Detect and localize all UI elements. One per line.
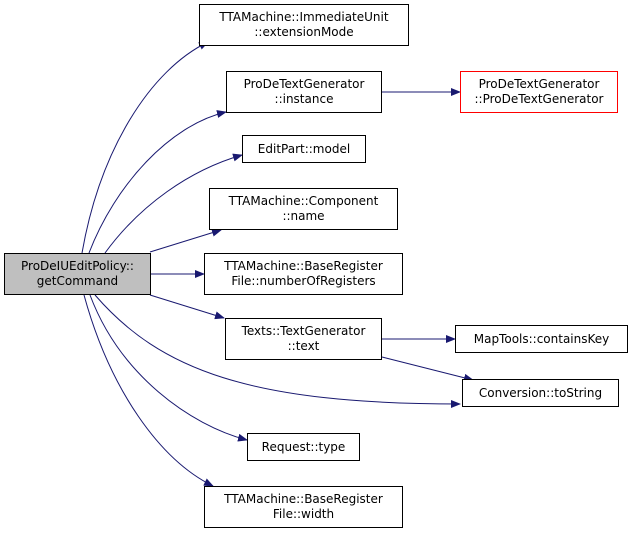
node-component-name-line2: ::name — [282, 209, 325, 223]
node-generator-ctor-line1: ProDeTextGenerator — [478, 77, 600, 91]
node-root-line2: getCommand — [36, 274, 119, 288]
edge-root-to-instance — [88, 110, 227, 254]
node-text-generator-text-line2: ::text — [287, 339, 320, 353]
node-contains-key[interactable]: MapTools::containsKey — [455, 325, 628, 353]
node-contains-key-line1: MapTools::containsKey — [473, 331, 610, 346]
node-extension-mode[interactable]: TTAMachine::ImmediateUnit ::extensionMod… — [199, 4, 409, 46]
node-number-of-registers-line2: File::numberOfRegisters — [231, 274, 376, 288]
node-instance[interactable]: ProDeTextGenerator ::instance — [226, 71, 382, 113]
node-root-line1: ProDeIUEditPolicy:: — [21, 259, 134, 273]
node-generator-ctor[interactable]: ProDeTextGenerator ::ProDeTextGenerator — [460, 71, 618, 113]
node-width[interactable]: TTAMachine::BaseRegister File::width — [204, 486, 403, 528]
edge-root-to-extension-mode — [81, 41, 209, 254]
node-generator-ctor-line2: ::ProDeTextGenerator — [474, 92, 604, 106]
node-request-type-line1: Request::type — [261, 439, 346, 454]
node-text-generator-text[interactable]: Texts::TextGenerator ::text — [225, 318, 382, 360]
node-request-type[interactable]: Request::type — [247, 433, 360, 461]
edge-text-to-to-string — [381, 356, 474, 382]
node-component-name-line1: TTAMachine::Component — [228, 194, 379, 208]
node-width-line2: File::width — [272, 507, 335, 521]
node-model[interactable]: EditPart::model — [242, 135, 366, 163]
node-extension-mode-line1: TTAMachine::ImmediateUnit — [219, 10, 389, 24]
node-extension-mode-line2: ::extensionMode — [254, 25, 354, 39]
node-root: ProDeIUEditPolicy:: getCommand — [4, 253, 151, 295]
node-number-of-registers-line1: TTAMachine::BaseRegister — [224, 259, 383, 273]
node-number-of-registers[interactable]: TTAMachine::BaseRegister File::numberOfR… — [204, 253, 403, 295]
node-to-string[interactable]: Conversion::toString — [462, 379, 619, 407]
node-to-string-line1: Conversion::toString — [478, 385, 603, 400]
node-text-generator-text-line1: Texts::TextGenerator — [241, 324, 366, 338]
edge-root-to-width — [83, 294, 214, 487]
edge-root-to-text-generator-text — [149, 294, 225, 320]
edge-root-to-component-name — [149, 228, 222, 253]
node-component-name[interactable]: TTAMachine::Component ::name — [209, 188, 398, 230]
node-model-line1: EditPart::model — [257, 141, 351, 156]
node-width-line1: TTAMachine::BaseRegister — [224, 492, 383, 506]
edge-root-to-to-string — [94, 294, 461, 408]
edge-root-to-model — [104, 153, 243, 254]
node-instance-line1: ProDeTextGenerator — [243, 77, 365, 91]
edge-root-to-request-type — [89, 294, 248, 442]
node-instance-line2: ::instance — [274, 92, 334, 106]
